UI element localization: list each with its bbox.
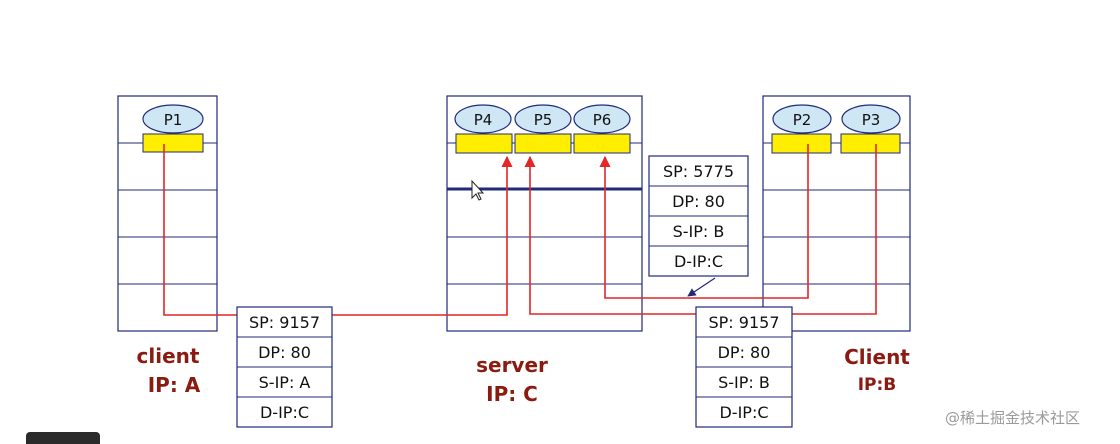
- process-p6-label: P6: [593, 111, 612, 129]
- segment-paths: [163, 144, 877, 316]
- header-a-dp: DP: 80: [258, 343, 311, 362]
- path-p2-to-p6: [599, 144, 809, 299]
- host-b-label-ip: IP:B: [858, 375, 897, 395]
- process-p6: P6: [573, 104, 631, 134]
- header-a-dip: D-IP:C: [260, 403, 309, 422]
- path-p1-to-p4: [163, 144, 513, 316]
- process-p3-label: P3: [862, 111, 881, 129]
- header-b-bottom-sp: SP: 9157: [709, 313, 780, 332]
- host-c-label-ip: IP: C: [486, 382, 538, 406]
- process-p4: P4: [454, 104, 512, 134]
- header-b-top-sip: S-IP: B: [673, 222, 725, 241]
- header-a-sip: S-IP: A: [259, 373, 311, 392]
- header-box-from-b-top: SP: 5775 DP: 80 S-IP: B D-IP:C: [648, 155, 749, 277]
- process-p2-label: P2: [793, 111, 812, 129]
- header-b-bottom-dp: DP: 80: [718, 343, 771, 362]
- process-p5-label: P5: [534, 111, 553, 129]
- socket-p2: [771, 133, 832, 154]
- host-client-b: P2 P3: [762, 95, 911, 332]
- process-p1-label: P1: [164, 111, 183, 129]
- header-b-top-dp: DP: 80: [672, 192, 725, 211]
- socket-p6: [573, 133, 631, 154]
- header-a-sp: SP: 9157: [249, 313, 320, 332]
- process-p2: P2: [772, 104, 832, 134]
- mouse-cursor-icon: [471, 179, 485, 201]
- host-server-c: P4 P5 P6: [446, 95, 643, 332]
- header-box-from-b-bottom: SP: 9157 DP: 80 S-IP: B D-IP:C: [695, 306, 793, 428]
- header-pointer-arrow: [687, 277, 716, 297]
- header-b-top-sp: SP: 5775: [663, 162, 734, 181]
- header-b-bottom-sip: S-IP: B: [718, 373, 770, 392]
- host-a-label-name: client: [137, 344, 200, 368]
- process-p5: P5: [514, 104, 572, 134]
- host-c-label-name: server: [476, 353, 548, 377]
- process-p4-label: P4: [474, 111, 493, 129]
- header-b-bottom-dip: D-IP:C: [719, 403, 768, 422]
- process-p3: P3: [841, 104, 901, 134]
- socket-p1: [142, 133, 204, 153]
- host-a-label-ip: IP: A: [148, 373, 201, 397]
- socket-p5: [514, 133, 572, 154]
- watermark-text: @稀土掘金技术社区: [945, 409, 1080, 427]
- header-box-from-a: SP: 9157 DP: 80 S-IP: A D-IP:C: [236, 306, 333, 428]
- socket-p4: [455, 133, 513, 154]
- player-control-bar[interactable]: [26, 432, 100, 444]
- host-b-label-name: Client: [844, 345, 910, 369]
- process-p1: P1: [142, 104, 204, 134]
- socket-p3: [840, 133, 901, 154]
- header-b-top-dip: D-IP:C: [674, 252, 723, 271]
- host-client-a: P1: [117, 95, 218, 332]
